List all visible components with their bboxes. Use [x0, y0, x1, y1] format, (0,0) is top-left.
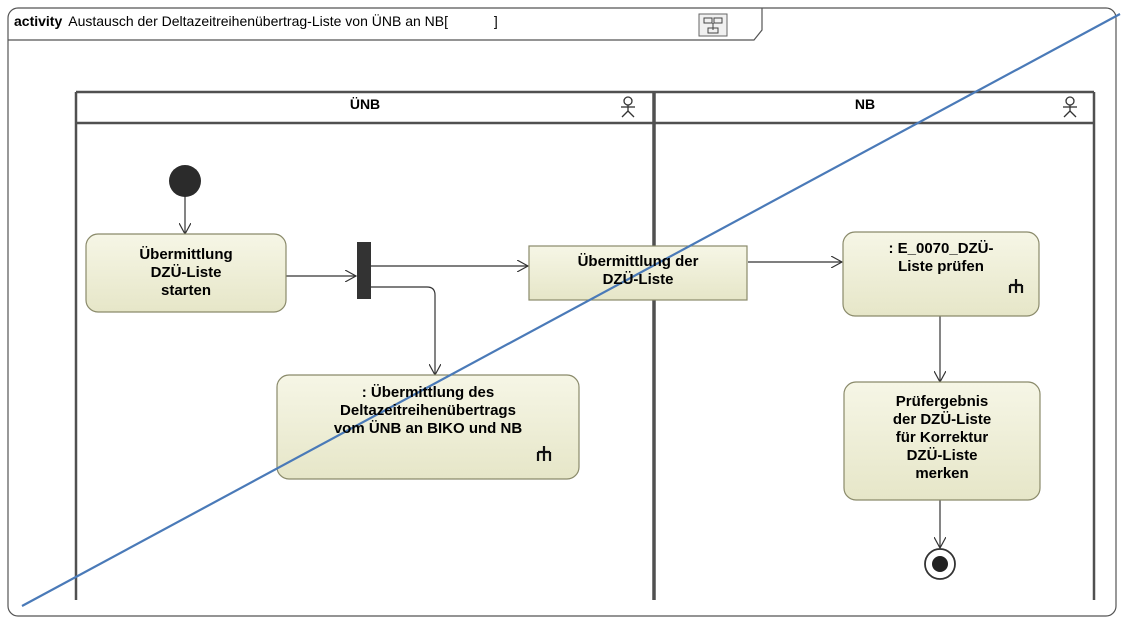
- diagonal-strike-line: [21, 13, 1121, 607]
- frame-bracket-close: ]: [493, 13, 498, 29]
- frame-title-tab: [8, 8, 763, 41]
- frame-title-text: Austausch der Deltazeitreihenübertrag-Li…: [68, 13, 445, 29]
- initial-node: [169, 165, 201, 197]
- action-transfer-delta: [276, 374, 580, 480]
- final-node: [924, 548, 956, 580]
- action-check-list-label: : E_0070_DZÜ- Liste prüfen: [888, 240, 994, 275]
- actor-icon: [1063, 96, 1077, 118]
- action-transfer-list-label: Übermittlung der DZÜ-Liste: [577, 253, 699, 288]
- frame-title: activity Austausch der Deltazeitreihenübe…: [14, 13, 498, 29]
- action-start-transfer: [85, 233, 287, 313]
- lane-header-uenb: ÜNB: [349, 96, 381, 112]
- fork-bar: [357, 242, 371, 299]
- action-start-transfer-label: Übermittlung DZÜ-Liste starten: [139, 246, 233, 299]
- frame-keyword: activity: [14, 13, 63, 29]
- lane-header-nb: NB: [854, 96, 876, 112]
- control-flows: [185, 196, 940, 548]
- action-remember-result-label: Prüfergebnis der DZÜ-Liste für Korrektur…: [892, 393, 992, 482]
- swimlane-container: [74, 90, 1096, 600]
- actor-icon: [621, 96, 635, 118]
- action-remember-result: [843, 381, 1041, 501]
- call-behavior-icon: [536, 446, 552, 461]
- diagram-type-icon: [698, 13, 728, 37]
- action-check-list: [842, 231, 1040, 317]
- frame-bracket-open: [: [444, 13, 449, 29]
- action-transfer-delta-label: : Übermittlung des Deltazeitreihenübertr…: [333, 384, 523, 437]
- call-behavior-icon: [1008, 279, 1024, 293]
